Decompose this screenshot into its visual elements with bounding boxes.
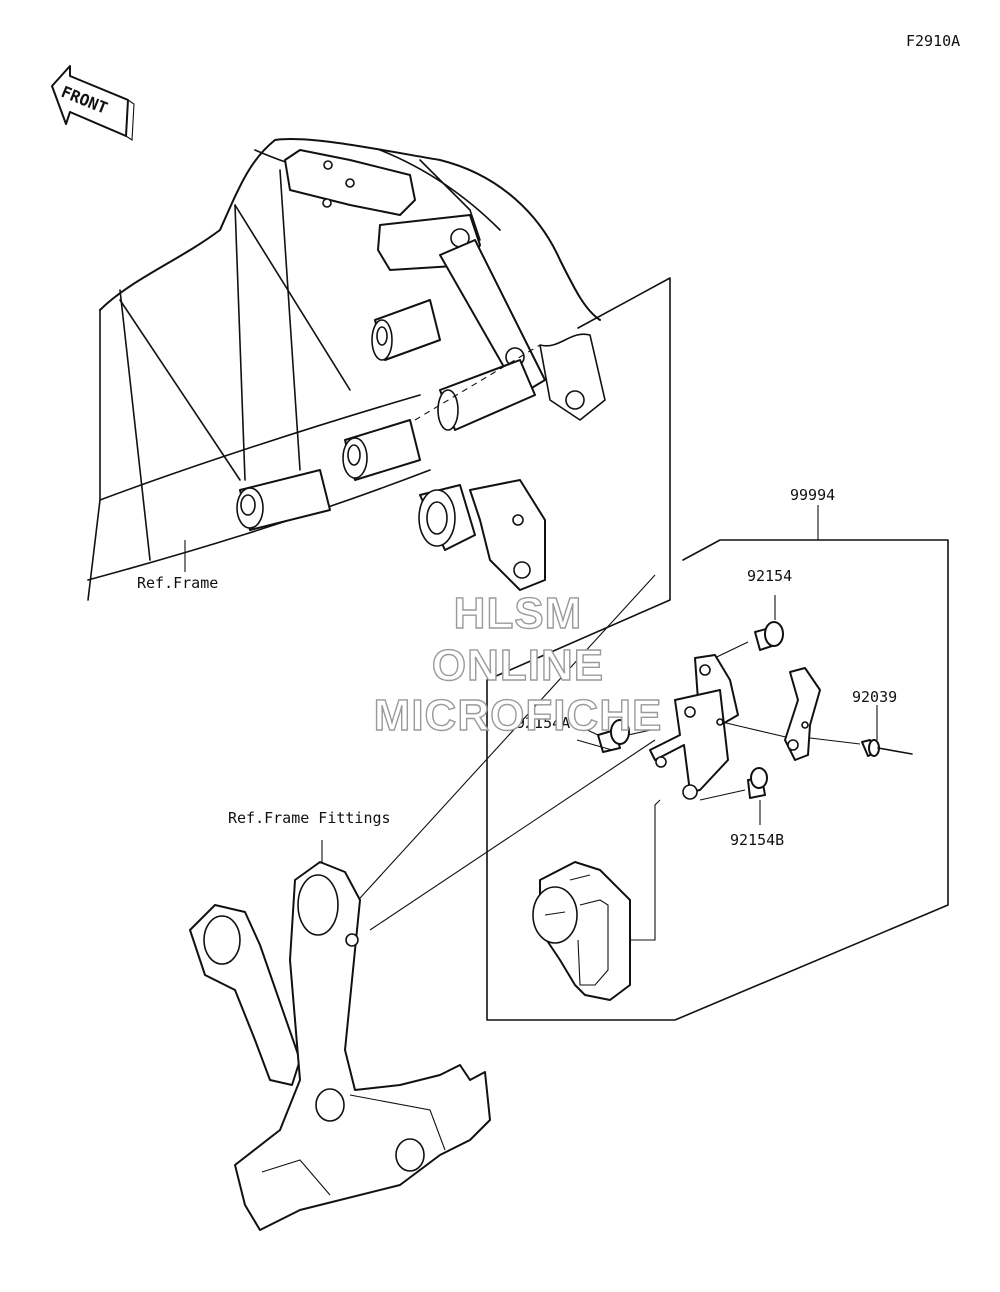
- key-lock: [532, 799, 661, 1001]
- bolt-92154B-label: 92154B: [730, 831, 784, 849]
- bolt-92154B: [699, 767, 768, 825]
- svg-text:ONLINE: ONLINE: [432, 641, 604, 690]
- front-label: FRONT: [59, 82, 111, 118]
- pin-92039: [809, 705, 913, 757]
- bolt-92154-label: 92154: [747, 567, 792, 585]
- lock-bracket: [649, 654, 821, 800]
- svg-text:HLSM: HLSM: [454, 589, 583, 638]
- pin-92039-label: 92039: [852, 688, 897, 706]
- watermark: HLSM ONLINE MICROFICHE: [373, 588, 663, 740]
- ref-frame-label: Ref.Frame: [137, 574, 218, 592]
- diagram-code: F2910A: [906, 32, 960, 50]
- ref-frame-fittings-label: Ref.Frame Fittings: [228, 809, 391, 827]
- kit-outline: [486, 277, 949, 1021]
- svg-text:MICROFICHE: MICROFICHE: [374, 691, 663, 740]
- frame-drawing: [87, 138, 606, 601]
- bolt-92154A: [576, 719, 661, 753]
- bolt-92154A-label: 92154A: [516, 714, 570, 732]
- kit-number-label: 99994: [790, 486, 835, 504]
- frame-fittings-drawing: [189, 840, 491, 1231]
- front-arrow-icon: FRONT: [51, 65, 135, 141]
